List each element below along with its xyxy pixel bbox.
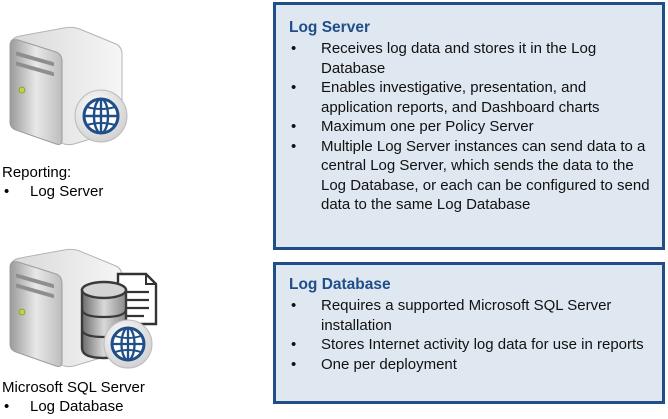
reporting-caption: Reporting: • Log Server [2,163,103,201]
reporting-title: Reporting: [2,164,72,181]
document-icon [116,272,158,326]
log-database-bullets: •Requires a supported Microsoft SQL Serv… [289,296,652,374]
list-item: •Enables investigative, presentation, an… [291,79,600,116]
reporting-bullet-text: Log Server [30,183,104,200]
database-server-with-document-and-globe-icon [9,248,158,369]
database-icon [80,280,128,360]
log-server-box: Log Server •Receives log data and stores… [273,2,665,250]
list-item: •Receives log data and stores it in the … [291,40,597,77]
sql-title: Microsoft SQL Server [2,379,145,396]
sql-bullet: • Log Database [4,398,124,415]
log-database-box-title: Log Database [289,276,391,293]
list-item: •One per deployment [291,355,457,373]
sql-bullet-text: Log Database [30,398,124,415]
list-item: •Stores Internet activity log data for u… [291,336,644,353]
log-server-box-title: Log Server [289,19,370,36]
globe-icon [74,89,128,143]
list-item: •Maximum one per Policy Server [291,118,534,135]
sql-caption: Microsoft SQL Server • Log Database [2,378,145,416]
list-item: •Requires a supported Microsoft SQL Serv… [291,297,612,334]
globe-icon [103,319,153,369]
log-database-box: Log Database •Requires a supported Micro… [273,262,665,404]
reporting-bullet: • Log Server [4,183,104,200]
list-item: •Multiple Log Server instances can send … [291,137,650,214]
log-server-bullets: •Receives log data and stores it in the … [289,39,652,215]
server-with-globe-icon [9,26,128,146]
